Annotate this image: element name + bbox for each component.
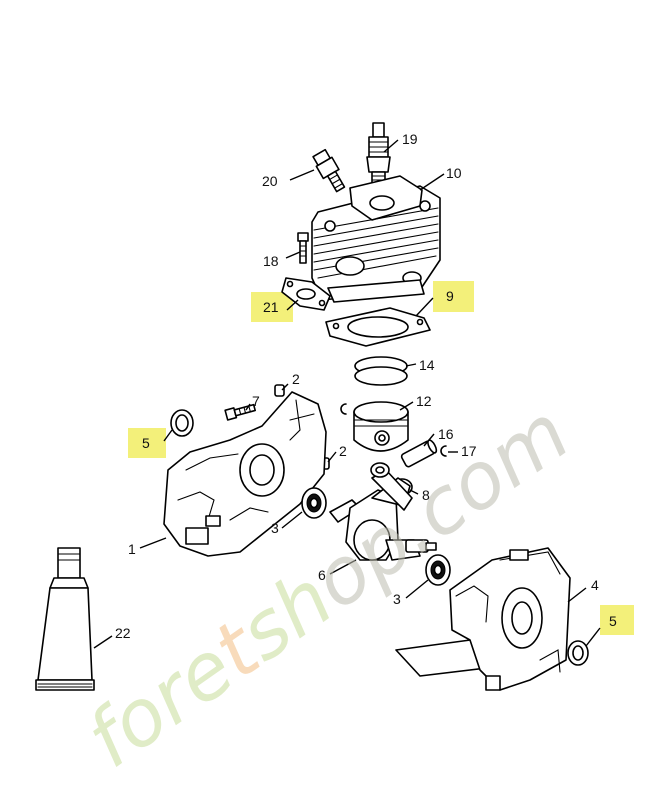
oil-seal-left <box>170 409 194 437</box>
piston <box>353 401 409 452</box>
callout-7: 7 <box>252 393 260 409</box>
callout-4: 4 <box>591 577 599 593</box>
callout-1: 1 <box>128 541 136 557</box>
crankshaft <box>329 477 437 561</box>
ball-bearing-right <box>425 554 451 586</box>
highlight-box-5-left <box>128 428 166 458</box>
callout-17: 17 <box>461 443 477 459</box>
piston-rings <box>354 356 408 386</box>
dowel-pin-top <box>274 384 285 397</box>
callout-10: 10 <box>446 165 462 181</box>
callout-19: 19 <box>402 131 418 147</box>
callout-14: 14 <box>419 357 435 373</box>
highlight-box-9 <box>433 281 474 312</box>
callout-3-left: 3 <box>271 520 279 536</box>
callout-8: 8 <box>422 487 430 503</box>
highlight-box-21 <box>251 292 293 322</box>
sealant-tube <box>35 547 95 691</box>
callout-16: 16 <box>438 426 454 442</box>
callout-22: 22 <box>115 625 131 641</box>
callout-numbers: 19 20 10 18 21 9 14 12 2 7 5 16 17 2 8 3… <box>115 131 617 641</box>
connecting-rod <box>370 462 413 511</box>
circlip <box>440 445 447 457</box>
cylinder-base-gasket <box>325 307 431 347</box>
callout-20: 20 <box>262 173 278 189</box>
callout-21: 21 <box>263 299 279 315</box>
crankcase-screw <box>224 403 256 421</box>
spark-plug <box>366 122 391 185</box>
callout-18: 18 <box>263 253 279 269</box>
callout-12: 12 <box>416 393 432 409</box>
callout-6: 6 <box>318 567 326 583</box>
callout-3-right: 3 <box>393 591 401 607</box>
oil-seal-right <box>567 640 589 666</box>
callout-5-right: 5 <box>609 613 617 629</box>
crankcase-left <box>163 391 327 557</box>
cylinder-screw <box>297 232 309 264</box>
ball-bearing-left <box>301 487 327 519</box>
callout-9: 9 <box>446 288 454 304</box>
leader-lines <box>93 139 601 649</box>
cylinder <box>311 175 441 303</box>
intake-gasket <box>281 277 331 311</box>
callout-5-left: 5 <box>142 435 150 451</box>
piston-pin <box>400 439 438 468</box>
callout-2: 2 <box>339 443 347 459</box>
decompression-valve <box>312 148 346 193</box>
circlip-left <box>340 403 347 415</box>
crankcase-right <box>395 547 571 691</box>
callout-2-top: 2 <box>292 371 300 387</box>
highlight-box-5-right <box>600 605 634 635</box>
